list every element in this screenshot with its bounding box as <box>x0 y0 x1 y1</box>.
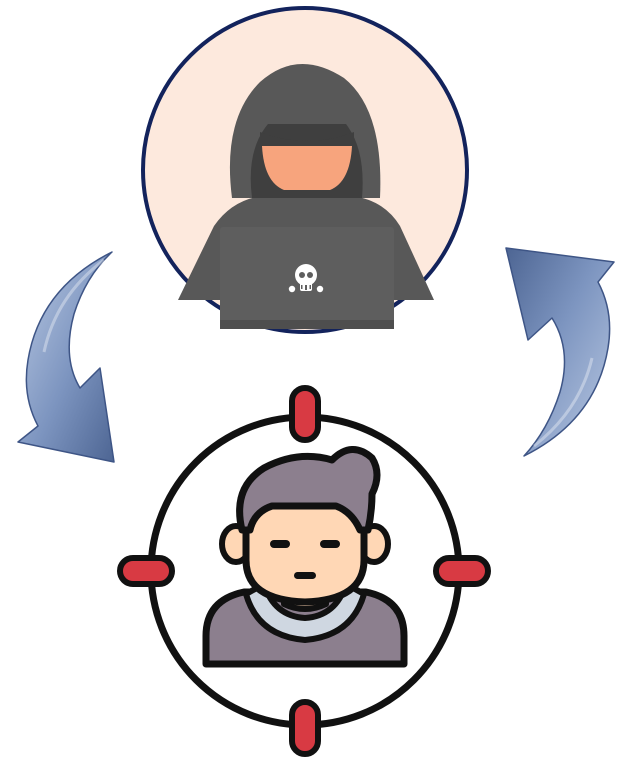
attacker-node <box>143 8 467 332</box>
curved-arrow-up-icon <box>506 248 614 456</box>
curved-arrow-down-icon <box>18 252 114 462</box>
victim-node <box>120 388 488 754</box>
